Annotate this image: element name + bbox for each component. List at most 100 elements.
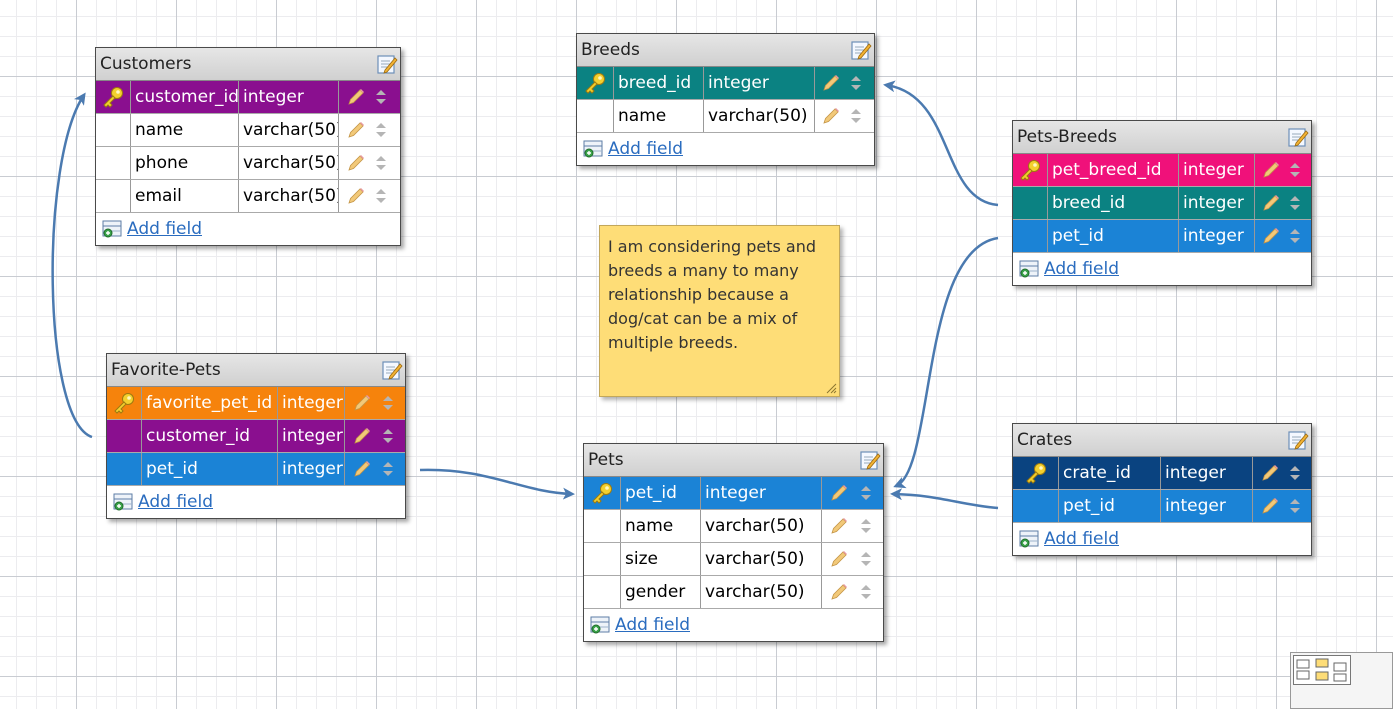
field-type: integer — [239, 81, 339, 113]
table-header[interactable]: Pets-Breeds — [1013, 121, 1311, 154]
edit-field-icon[interactable] — [352, 393, 372, 413]
edit-field-icon[interactable] — [346, 120, 366, 140]
add-field-link[interactable]: Add field — [1044, 529, 1119, 549]
table-customers[interactable]: Customers customer_id integer name varch… — [95, 47, 401, 246]
edit-field-icon[interactable] — [821, 73, 841, 93]
edit-field-icon[interactable] — [352, 426, 372, 446]
edit-table-icon[interactable] — [1287, 126, 1309, 148]
edit-table-icon[interactable] — [859, 449, 881, 471]
add-field-link[interactable]: Add field — [608, 139, 683, 159]
table-breeds[interactable]: Breeds breed_id integer name varchar(50)… — [576, 33, 875, 166]
minimap[interactable] — [1290, 652, 1393, 709]
edit-table-icon[interactable] — [850, 39, 872, 61]
reorder-icon[interactable] — [371, 87, 391, 107]
key-cell — [107, 420, 142, 452]
field-row[interactable]: favorite_pet_id integer — [107, 387, 405, 420]
reorder-icon[interactable] — [856, 582, 876, 602]
reorder-icon[interactable] — [1285, 226, 1305, 246]
sticky-note[interactable]: I am considering pets and breeds a many … — [599, 225, 840, 397]
field-type: varchar(50) — [239, 147, 339, 179]
edit-field-icon[interactable] — [346, 153, 366, 173]
field-row[interactable]: gender varchar(50) — [584, 576, 883, 609]
field-row[interactable]: pet_id integer — [1013, 490, 1311, 523]
table-title: Customers — [100, 54, 192, 74]
reorder-icon[interactable] — [856, 549, 876, 569]
field-row[interactable]: name varchar(50) — [584, 510, 883, 543]
field-type: integer — [1179, 187, 1255, 219]
add-field-link[interactable]: Add field — [138, 492, 213, 512]
reorder-icon[interactable] — [378, 459, 398, 479]
field-row[interactable]: customer_id integer — [96, 81, 400, 114]
field-row[interactable]: pet_id integer — [107, 453, 405, 486]
add-field-link[interactable]: Add field — [1044, 259, 1119, 279]
minimap-viewport[interactable] — [1293, 655, 1351, 685]
add-field-link[interactable]: Add field — [615, 615, 690, 635]
reorder-icon[interactable] — [371, 186, 391, 206]
field-row[interactable]: pet_breed_id integer — [1013, 154, 1311, 187]
field-row[interactable]: email varchar(50) — [96, 180, 400, 213]
field-name: pet_id — [1048, 220, 1179, 252]
edit-field-icon[interactable] — [1261, 193, 1281, 213]
table-crates[interactable]: Crates crate_id integer pet_id integer A… — [1012, 423, 1312, 556]
edit-field-icon[interactable] — [1260, 463, 1280, 483]
table-header[interactable]: Customers — [96, 48, 400, 81]
table-header[interactable]: Breeds — [577, 34, 874, 67]
edit-field-icon[interactable] — [829, 483, 849, 503]
field-row[interactable]: breed_id integer — [1013, 187, 1311, 220]
field-type: varchar(50) — [239, 180, 339, 212]
reorder-icon[interactable] — [378, 393, 398, 413]
field-row[interactable]: pet_id integer — [584, 477, 883, 510]
field-row[interactable]: phone varchar(50) — [96, 147, 400, 180]
add-field-button[interactable]: Add field — [1013, 523, 1311, 555]
field-row[interactable]: breed_id integer — [577, 67, 874, 100]
add-field-icon — [583, 139, 605, 159]
reorder-icon[interactable] — [1285, 160, 1305, 180]
field-row[interactable]: crate_id integer — [1013, 457, 1311, 490]
edit-field-icon[interactable] — [821, 106, 841, 126]
add-field-button[interactable]: Add field — [96, 213, 400, 245]
field-actions — [339, 81, 398, 113]
reorder-icon[interactable] — [1285, 496, 1305, 516]
resize-grip-icon[interactable] — [825, 382, 837, 394]
add-field-button[interactable]: Add field — [107, 486, 405, 518]
table-favorite-pets[interactable]: Favorite-Pets favorite_pet_id integer cu… — [106, 353, 406, 519]
edit-table-icon[interactable] — [381, 359, 403, 381]
field-row[interactable]: name varchar(50) — [96, 114, 400, 147]
field-row[interactable]: size varchar(50) — [584, 543, 883, 576]
edit-field-icon[interactable] — [346, 87, 366, 107]
field-row[interactable]: customer_id integer — [107, 420, 405, 453]
reorder-icon[interactable] — [378, 426, 398, 446]
field-name: name — [621, 510, 701, 542]
reorder-icon[interactable] — [846, 106, 866, 126]
edit-field-icon[interactable] — [1261, 160, 1281, 180]
reorder-icon[interactable] — [1285, 193, 1305, 213]
reorder-icon[interactable] — [856, 483, 876, 503]
edit-table-icon[interactable] — [376, 53, 398, 75]
edit-field-icon[interactable] — [829, 549, 849, 569]
table-header[interactable]: Pets — [584, 444, 883, 477]
table-header[interactable]: Crates — [1013, 424, 1311, 457]
edit-field-icon[interactable] — [346, 186, 366, 206]
edit-field-icon[interactable] — [352, 459, 372, 479]
reorder-icon[interactable] — [846, 73, 866, 93]
edit-field-icon[interactable] — [829, 582, 849, 602]
table-pets-breeds[interactable]: Pets-Breeds pet_breed_id integer breed_i… — [1012, 120, 1312, 286]
edit-table-icon[interactable] — [1287, 429, 1309, 451]
reorder-icon[interactable] — [1285, 463, 1305, 483]
edit-field-icon[interactable] — [829, 516, 849, 536]
add-field-link[interactable]: Add field — [127, 219, 202, 239]
reorder-icon[interactable] — [371, 153, 391, 173]
add-field-button[interactable]: Add field — [577, 133, 874, 165]
edit-field-icon[interactable] — [1261, 226, 1281, 246]
add-field-button[interactable]: Add field — [1013, 253, 1311, 285]
add-field-button[interactable]: Add field — [584, 609, 883, 641]
table-pets[interactable]: Pets pet_id integer name varchar(50) siz… — [583, 443, 884, 642]
field-name: gender — [621, 576, 701, 608]
edit-field-icon[interactable] — [1260, 496, 1280, 516]
field-row[interactable]: pet_id integer — [1013, 220, 1311, 253]
field-row[interactable]: name varchar(50) — [577, 100, 874, 133]
reorder-icon[interactable] — [856, 516, 876, 536]
reorder-icon[interactable] — [371, 120, 391, 140]
field-name: pet_id — [142, 453, 278, 485]
table-header[interactable]: Favorite-Pets — [107, 354, 405, 387]
